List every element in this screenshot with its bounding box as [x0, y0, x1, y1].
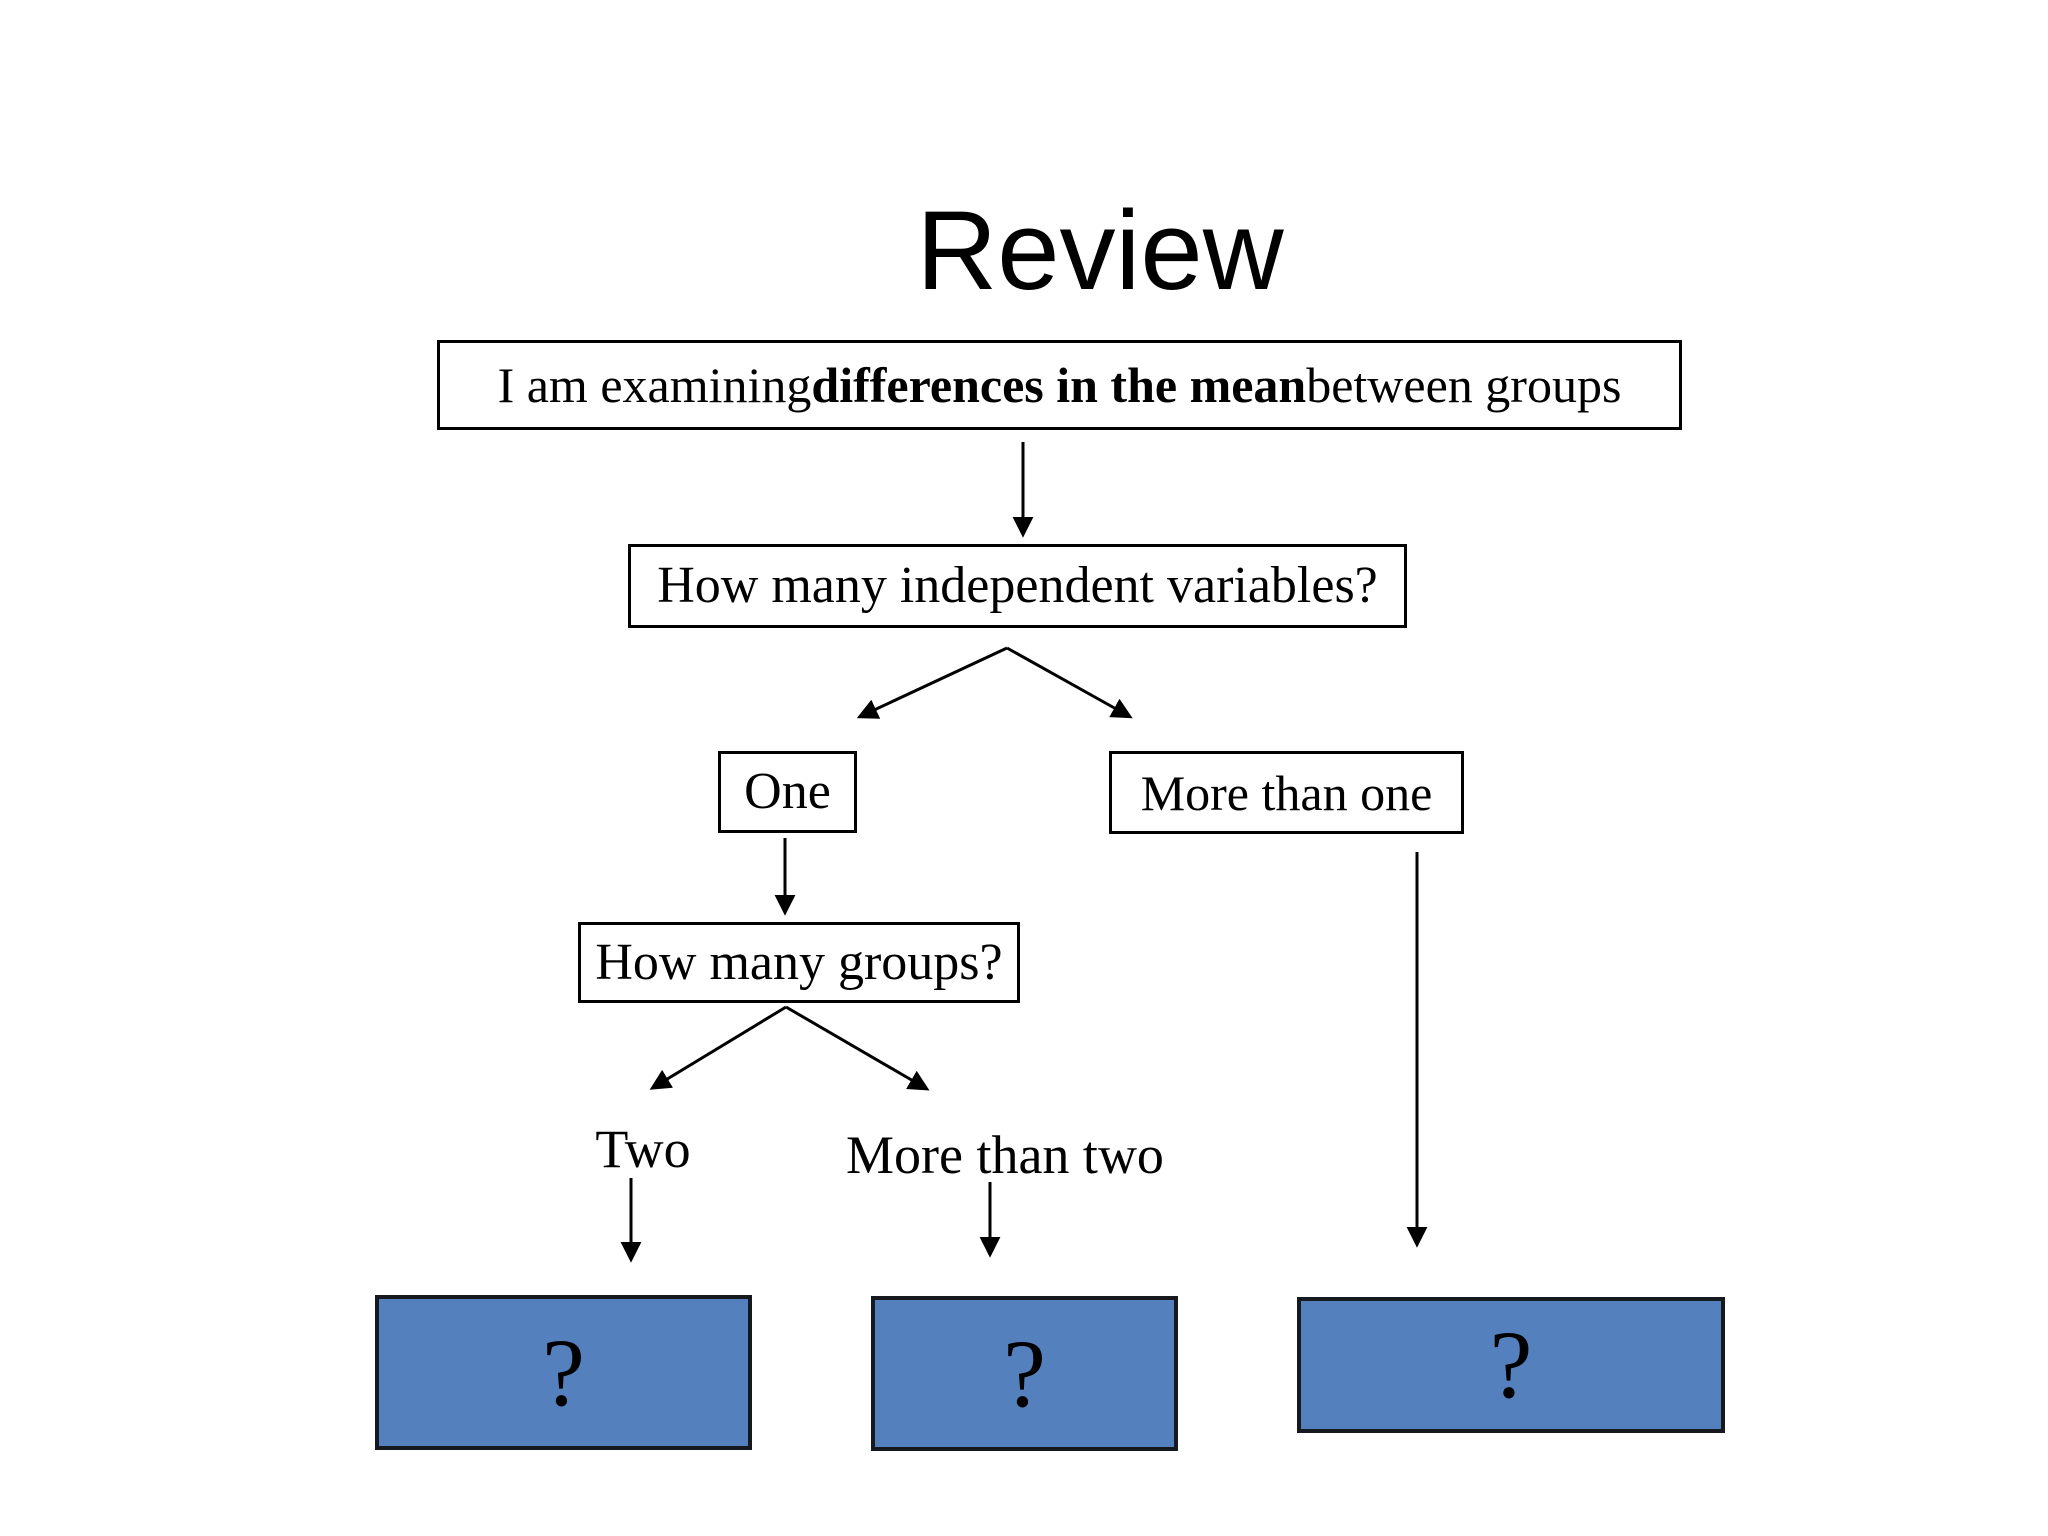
node-more-than-one: More than one: [1109, 751, 1464, 834]
answer-box-more-than-two: ?: [871, 1296, 1178, 1451]
node-question-variables: How many independent variables?: [628, 544, 1407, 628]
label-two: Two: [595, 1119, 691, 1179]
node-one: One: [718, 751, 857, 833]
statement-text-suffix: between groups: [1306, 357, 1622, 413]
answer-box-two: ?: [375, 1295, 752, 1450]
node-question-groups: How many groups?: [578, 922, 1020, 1003]
arrow-groups-to-more-than-two: [785, 1005, 930, 1091]
answer-box-two-text: ?: [542, 1318, 585, 1426]
answer-box-more-than-one: ?: [1297, 1297, 1725, 1433]
statement-text-bold: differences in the mean: [811, 357, 1307, 413]
node-statement: I am examining differences in the mean b…: [437, 340, 1682, 430]
answer-box-more-than-two-text: ?: [1003, 1319, 1046, 1427]
arrow-variables-to-one: [856, 646, 1008, 719]
arrow-groups-to-two: [649, 1005, 787, 1090]
label-more-than-two: More than two: [846, 1125, 1164, 1185]
arrow-variables-to-more-than-one: [1006, 646, 1133, 719]
answer-box-more-than-one-text: ?: [1489, 1311, 1533, 1418]
statement-text-prefix: I am examining: [497, 357, 812, 413]
slide-title: Review: [916, 188, 1284, 313]
